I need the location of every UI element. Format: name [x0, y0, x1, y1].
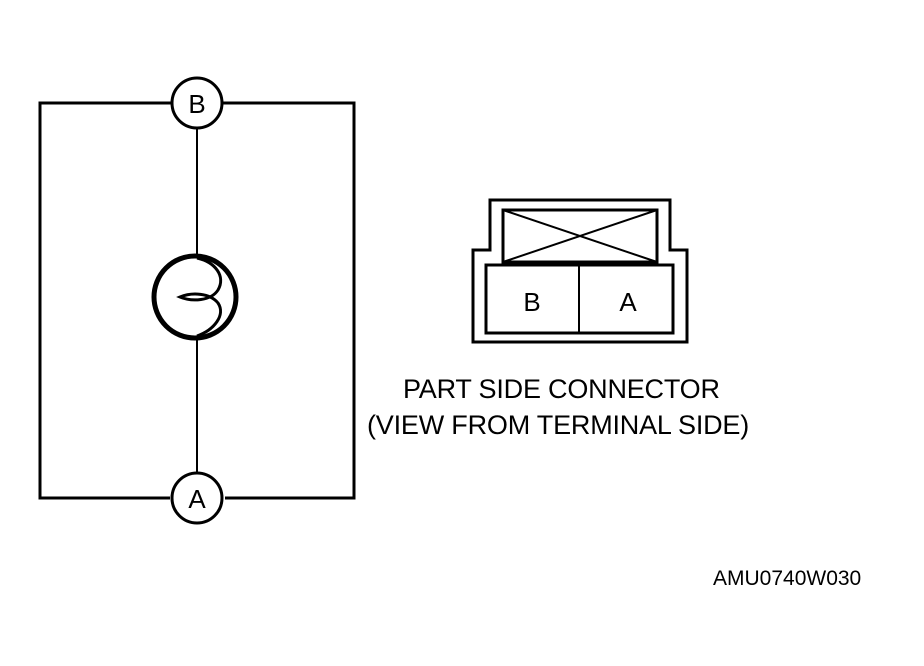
terminal-a: A	[170, 471, 224, 525]
bulb-filament	[176, 256, 223, 338]
circuit-loop-wire	[38, 101, 356, 500]
terminal-b: B	[170, 76, 224, 130]
connector-lock-cross-2	[502, 209, 658, 263]
bulb-icon	[151, 253, 239, 341]
terminal-b-label: B	[188, 89, 205, 119]
terminal-b-circle	[170, 76, 224, 130]
schematic-circuit	[38, 101, 356, 500]
connector-drawing	[471, 198, 689, 344]
bulb-outline	[151, 253, 239, 341]
terminal-a-circle	[170, 471, 224, 525]
connector-lock-tab	[501, 208, 659, 264]
connector-pin-b-label: B	[523, 287, 540, 317]
connector-caption-line-2: (VIEW FROM TERMINAL SIDE)	[367, 410, 750, 440]
figure-code: AMU0740W030	[713, 567, 862, 590]
connector-caption-line-1: PART SIDE CONNECTOR	[403, 374, 720, 404]
connector-pin-a-label: A	[619, 287, 637, 317]
terminal-a-label: A	[188, 484, 206, 514]
connector-outer-housing	[471, 198, 689, 344]
